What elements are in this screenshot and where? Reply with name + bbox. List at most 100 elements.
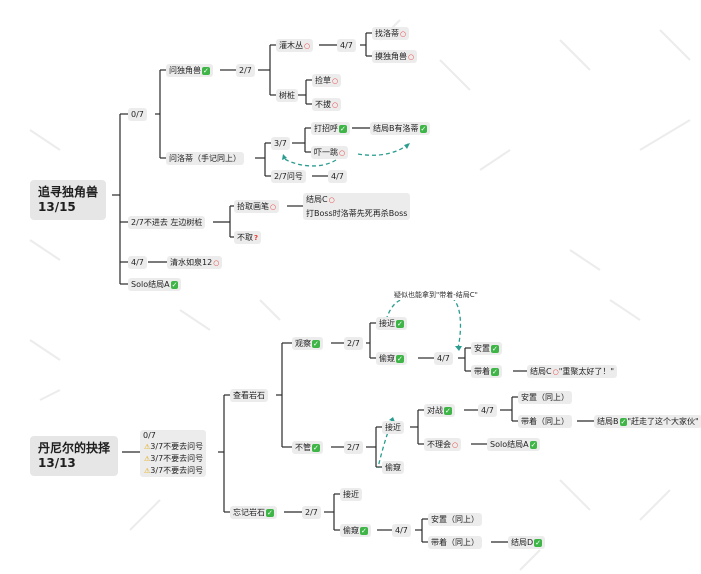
label: 安置（同上） bbox=[521, 393, 569, 402]
label: 4/7 bbox=[131, 258, 144, 267]
node-settle-same: 安置（同上） bbox=[518, 391, 572, 404]
label: 清水如泉12 bbox=[170, 258, 213, 267]
node-peek-3: 偷窥✓ bbox=[340, 524, 371, 537]
dashed-arrow-q bbox=[282, 157, 337, 167]
warning-icon: ⚠ bbox=[144, 467, 151, 475]
root-tree1-score: 13/15 bbox=[38, 200, 76, 214]
node-solo-a: Solo结局A✓ bbox=[128, 278, 182, 291]
label: 带着 bbox=[474, 367, 490, 376]
label: 3/7不要去问号 bbox=[150, 466, 204, 475]
node-look-rock: 查看岩石 bbox=[230, 389, 268, 402]
node-ask-unicorn-2-7: 2/7 bbox=[236, 64, 255, 77]
label: 0/7 bbox=[143, 431, 156, 440]
label: 找洛蒂 bbox=[375, 29, 399, 38]
node-ask-loti: 问洛蒂（手记同上） bbox=[166, 152, 244, 165]
check-icon: ✓ bbox=[312, 444, 320, 452]
check-icon: ✓ bbox=[491, 368, 499, 376]
label: 2/7 bbox=[347, 339, 360, 348]
circle-icon: ○ bbox=[332, 77, 339, 85]
label: 2/7不进去 左边树桩 bbox=[131, 218, 203, 227]
label: 不拔 bbox=[315, 100, 331, 109]
node-fight-4-7: 4/7 bbox=[478, 404, 497, 417]
dashed-arrow-note-left bbox=[385, 297, 413, 321]
label: 带着（同上） bbox=[431, 538, 479, 547]
label: 3/7 bbox=[274, 139, 287, 148]
node-ending-c-t1: 结局C○ 打Boss时洛蒂先死再杀Boss bbox=[303, 193, 411, 220]
node-observe: 观察✓ bbox=[292, 337, 323, 350]
node-ending-b-loti: 结局B有洛蒂✓ bbox=[370, 122, 431, 135]
node-spring: 清水如泉12○ bbox=[167, 256, 223, 269]
node-info: 0/7 ⚠3/7不要去问号 ⚠3/7不要去问号 ⚠3/7不要去问号 bbox=[140, 430, 207, 477]
label: 摸独角兽 bbox=[375, 52, 407, 61]
label: 观察 bbox=[295, 339, 311, 348]
check-icon: ✓ bbox=[529, 441, 538, 449]
node-stump: 树桩 bbox=[276, 89, 298, 102]
root-tree2-title: 丹尼尔的抉择 bbox=[38, 441, 111, 455]
label: 结局B有洛蒂 bbox=[373, 124, 419, 133]
node-ending-b-t2: 结局B✓"赶走了这个大家伙" bbox=[594, 415, 701, 428]
circle-icon: ○ bbox=[213, 259, 220, 267]
node-q-4-7: 4/7 bbox=[328, 170, 347, 183]
circle-icon: ○ bbox=[339, 149, 346, 157]
label: 树桩 bbox=[279, 91, 295, 100]
check-icon: ✓ bbox=[396, 355, 404, 363]
quote: "重聚太好了！" bbox=[558, 367, 615, 376]
label: 结局C bbox=[530, 367, 552, 376]
warn-line-3: ⚠3/7不要去问号 bbox=[143, 465, 203, 477]
label: 3/7不要去问号 bbox=[150, 442, 204, 451]
label: 安置（同上） bbox=[431, 515, 479, 524]
warning-icon: ⚠ bbox=[144, 455, 151, 463]
node-settle-same-2: 安置（同上） bbox=[428, 513, 482, 526]
node-forget-2-7: 2/7 bbox=[302, 506, 321, 519]
circle-icon: ○ bbox=[552, 368, 559, 376]
check-icon: ✓ bbox=[339, 125, 347, 133]
label: 接近 bbox=[385, 423, 401, 432]
node-peek3-4-7: 4/7 bbox=[392, 524, 411, 537]
quote: "赶走了这个大家伙" bbox=[627, 417, 699, 426]
label: 3/7不要去问号 bbox=[150, 454, 204, 463]
node-ignore-2-7: 2/7 bbox=[344, 441, 363, 454]
label: 灌木丛 bbox=[279, 41, 303, 50]
node-0-7: 0/7 bbox=[128, 108, 147, 121]
circle-icon: ○ bbox=[270, 203, 277, 211]
node-peek-2: 偷窥 bbox=[382, 461, 404, 474]
circle-icon: ○ bbox=[332, 101, 339, 109]
label: 安置 bbox=[474, 344, 490, 353]
label: 带着（同上） bbox=[521, 417, 569, 426]
circle-icon: ○ bbox=[408, 53, 415, 61]
circle-icon: ○ bbox=[304, 42, 311, 50]
root-tree2: 丹尼尔的抉择 13/13 bbox=[30, 436, 119, 476]
check-icon: ✓ bbox=[396, 320, 404, 328]
root-tree2-score: 13/13 bbox=[38, 456, 76, 470]
label: 偷窥 bbox=[343, 526, 359, 535]
warning-icon: ⚠ bbox=[144, 443, 151, 451]
check-icon: ✓ bbox=[491, 345, 499, 353]
node-find-loti: 找洛蒂○ bbox=[372, 27, 410, 40]
label: 问洛蒂（手记同上） bbox=[169, 154, 241, 163]
root-tree1: 追寻独角兽 13/15 bbox=[30, 180, 107, 220]
warn-line-2: ⚠3/7不要去问号 bbox=[143, 453, 203, 465]
label: 问独角兽 bbox=[169, 66, 201, 75]
ending-c-line: 结局C○ bbox=[306, 193, 407, 207]
node-ending-c-t2: 结局C○"重聚太好了！" bbox=[527, 365, 618, 378]
label: 结局B bbox=[597, 417, 619, 426]
node-approach: 接近✓ bbox=[376, 317, 407, 330]
node-ignore-it: 不理会○ bbox=[424, 438, 462, 451]
node-take-along: 带着✓ bbox=[471, 365, 502, 378]
label: 0/7 bbox=[131, 110, 144, 119]
label: 打招呼 bbox=[314, 124, 338, 133]
check-icon: ✓ bbox=[619, 418, 628, 426]
check-icon: ✓ bbox=[202, 67, 210, 75]
warn-line-1: ⚠3/7不要去问号 bbox=[143, 441, 203, 453]
node-ending-d: 结局D✓ bbox=[508, 536, 546, 549]
label: 偷窥 bbox=[385, 463, 401, 472]
node-solo-a-t2: Solo结局A✓ bbox=[487, 438, 541, 451]
label: 2/7问号 bbox=[274, 172, 303, 181]
check-icon: ✓ bbox=[266, 509, 274, 517]
node-loti-3-7: 3/7 bbox=[271, 137, 290, 150]
node-take-same: 带着（同上） bbox=[518, 415, 572, 428]
label: 4/7 bbox=[437, 354, 450, 363]
check-icon: ✓ bbox=[360, 527, 368, 535]
